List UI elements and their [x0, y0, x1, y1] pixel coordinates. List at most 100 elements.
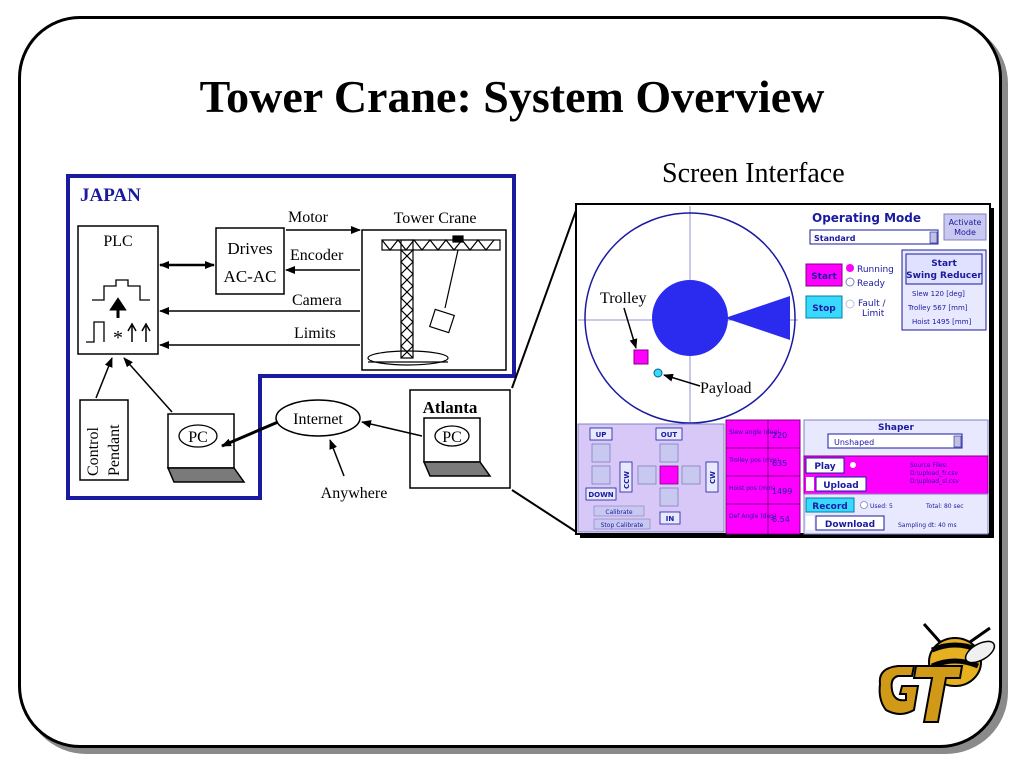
tower-crane-drawing [367, 235, 501, 366]
plc-pulse-bottom-icon [86, 321, 105, 343]
atlanta-label: Atlanta [423, 398, 478, 417]
calibrate-label: Calibrate [605, 509, 633, 516]
shaper-select[interactable] [827, 433, 963, 449]
def-angle-value: 6.54 [772, 515, 790, 524]
mode-select-arrow[interactable] [929, 231, 938, 244]
down-label: DOWN [588, 491, 613, 499]
activate-mode-button[interactable] [943, 213, 987, 241]
out-button[interactable] [655, 427, 683, 441]
source-files-line-3: D:\upload_sl.csv [910, 478, 959, 485]
radar-circle [584, 212, 796, 424]
play-button[interactable] [805, 457, 845, 474]
ccw-button[interactable] [619, 461, 633, 493]
jog-panel: UP DOWN CCW OUT CW IN Calibrate Stop Cal… [577, 423, 725, 533]
activate-mode-label-1: Activate [949, 218, 982, 227]
up-jog-pad[interactable] [591, 443, 611, 463]
source-files-line-2: D:\upload_fr.csv [910, 470, 958, 477]
start-swing-label-2: Swing Reducer [906, 271, 982, 281]
operating-mode-panel: Operating Mode Standard Activate Mode [809, 211, 987, 245]
japan-pc-icon [166, 413, 246, 483]
start-button[interactable] [805, 263, 843, 287]
crane-jib-shape [725, 296, 790, 340]
payload-marker [653, 368, 663, 378]
in-button[interactable] [659, 511, 681, 525]
internet-pc-arrow [221, 420, 279, 448]
fault-label-2: Limit [862, 309, 885, 319]
pc-plc-arrow [123, 357, 173, 413]
stop-button[interactable] [805, 295, 843, 319]
readout-table: Slew angle (deg) 220 Trolley pos (mm) 63… [725, 419, 801, 535]
ccw-label: CCW [623, 471, 631, 489]
running-label: Running [857, 265, 894, 275]
mode-select[interactable] [809, 229, 939, 245]
atlanta-pc-label: PC [442, 429, 462, 446]
internet-label: Internet [293, 411, 343, 428]
jog-center[interactable] [659, 465, 679, 485]
swing-hoist-row: Hoist 1495 [mm] [912, 318, 972, 326]
drives-label-1: Drives [227, 239, 272, 258]
record-label: Record [812, 502, 847, 512]
control-pendant-label-2: Pendant [106, 424, 123, 476]
calibrate-button[interactable] [593, 505, 645, 517]
plc-asterisk: * [113, 327, 123, 349]
shaper-panel: Shaper Unshaped Play Upload Source Files… [803, 419, 989, 535]
shaper-select-arrow[interactable] [953, 435, 962, 448]
tower-crane-label: Tower Crane [394, 210, 477, 227]
source-files-line-1: Source Files: [910, 462, 948, 469]
start-swing-reducer-button[interactable] [905, 253, 983, 285]
hoist-pos-label: Hoist pos (mm) [729, 485, 775, 492]
japan-pc-label: PC [188, 429, 208, 446]
in-jog-pad[interactable] [659, 487, 679, 507]
down-button[interactable] [585, 487, 617, 501]
cw-button[interactable] [705, 461, 719, 493]
upload-button[interactable] [815, 476, 867, 492]
out-jog-pad[interactable] [659, 443, 679, 463]
swing-reducer-panel: Start Swing Reducer Slew 120 [deg] Troll… [901, 249, 987, 331]
stop-button-label: Stop [812, 304, 836, 314]
up-label: UP [596, 431, 607, 439]
upload-label: Upload [823, 481, 859, 491]
record-button[interactable] [805, 497, 855, 513]
mode-select-value: Standard [814, 234, 856, 243]
drives-label-2: AC-AC [224, 267, 277, 286]
activate-mode-label-2: Mode [954, 228, 976, 237]
cw-jog-pad[interactable] [681, 465, 701, 485]
japan-region-border [66, 174, 516, 500]
download-label: Download [825, 520, 875, 530]
slew-angle-label: Slew angle (deg) [729, 429, 780, 436]
play-indicator [850, 462, 856, 468]
download-checkbox[interactable] [806, 516, 814, 530]
used-label: Used: 5 [870, 503, 893, 510]
georgia-tech-logo [878, 623, 996, 723]
trolley-pos-label: Trolley pos (mm) [728, 457, 779, 464]
download-button[interactable] [815, 515, 885, 531]
up-button[interactable] [589, 427, 613, 441]
shaper-select-value: Unshaped [834, 438, 874, 447]
drives-box [215, 227, 285, 295]
ready-radio[interactable] [845, 277, 855, 287]
plc-label: PLC [103, 233, 132, 250]
internet-cloud [275, 399, 361, 437]
down-jog-pad[interactable] [591, 465, 611, 485]
connector-top [511, 204, 579, 389]
connector-bottom [511, 489, 579, 534]
anywhere-label: Anywhere [321, 485, 388, 502]
def-angle-label: Def Angle (deg) [729, 513, 776, 520]
out-label: OUT [661, 431, 678, 439]
payload-pointer [663, 373, 701, 387]
stop-calibrate-button[interactable] [593, 518, 651, 530]
trolley-marker [633, 349, 649, 365]
cw-label: CW [709, 471, 717, 484]
fault-radio[interactable] [845, 299, 855, 309]
trolley-pointer [623, 307, 638, 349]
sampling-label: Sampling dt: 40 ms [898, 522, 957, 529]
encoder-label: Encoder [290, 247, 344, 264]
running-radio[interactable] [846, 264, 854, 272]
plc-up-arrow-icon [109, 297, 127, 318]
upload-checkbox[interactable] [806, 477, 814, 491]
trolley-pos-value: 635 [772, 459, 787, 468]
operating-mode-label: Operating Mode [812, 211, 921, 225]
ccw-jog-pad[interactable] [637, 465, 657, 485]
pendant-plc-arrow [95, 357, 113, 399]
